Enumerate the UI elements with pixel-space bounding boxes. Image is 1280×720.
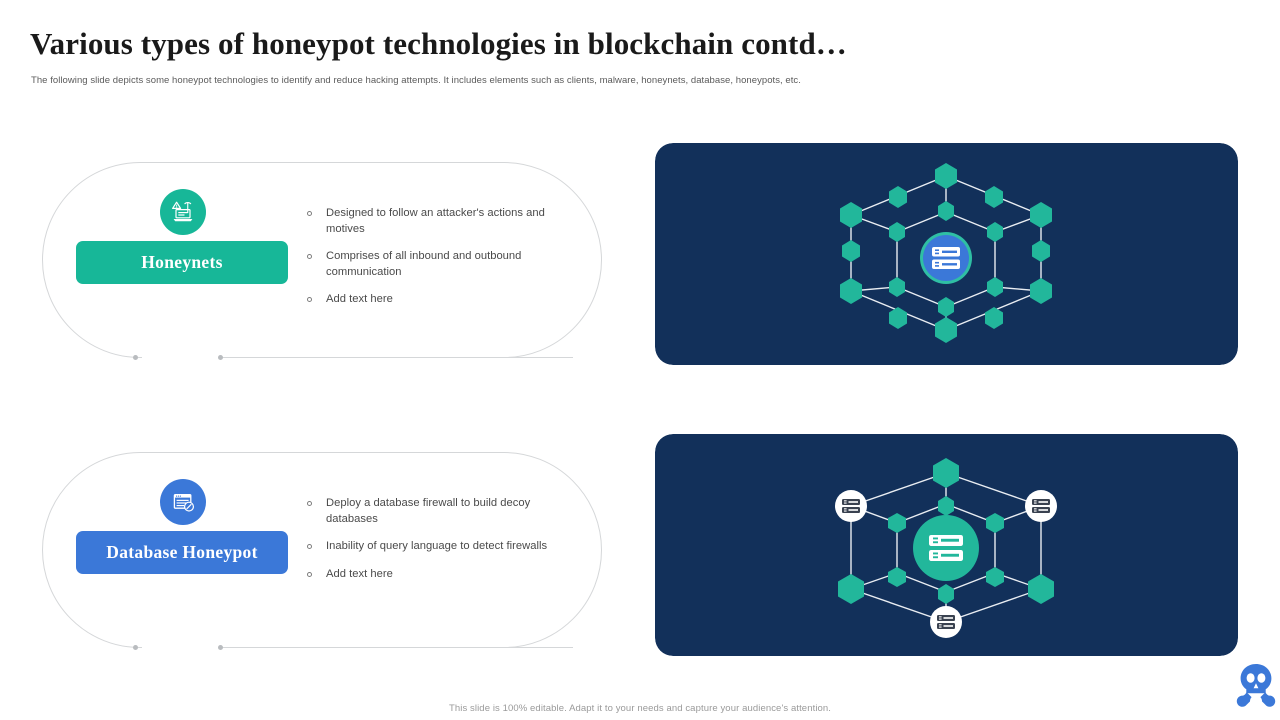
illustration-panel-honeynets	[655, 143, 1238, 365]
connector-dot-right	[218, 645, 223, 650]
client-node-left	[835, 490, 867, 522]
card-outline-gap	[142, 355, 220, 361]
client-node-bottom	[930, 606, 962, 638]
bullet-item: Inability of query language to detect fi…	[304, 539, 576, 555]
connector-rule	[223, 357, 573, 358]
illustration-panel-database-honeypot	[655, 434, 1238, 656]
bullet-item: Add text here	[304, 292, 576, 308]
center-server-node	[913, 515, 979, 581]
card-label-database-honeypot[interactable]: Database Honeypot	[76, 531, 288, 574]
connector-rule	[223, 647, 573, 648]
hexagon-nodes	[838, 458, 1054, 604]
connector-dot-right	[218, 355, 223, 360]
center-server-node	[920, 232, 972, 284]
connector-dot-left	[133, 355, 138, 360]
page-subtitle: The following slide depicts some honeypo…	[31, 75, 801, 86]
database-document-shield-icon	[160, 479, 206, 525]
bullet-list-honeynets: Designed to follow an attacker's actions…	[304, 206, 576, 320]
connector-dot-left	[133, 645, 138, 650]
card-outline-gap	[142, 645, 220, 651]
skull-and-crossbones-logo	[1234, 662, 1278, 708]
bullet-item: Add text here	[304, 567, 576, 583]
client-node-right	[1025, 490, 1057, 522]
card-label-honeynets[interactable]: Honeynets	[76, 241, 288, 284]
hexagon-nodes	[840, 163, 1052, 343]
card-database-honeypot: Database Honeypot Deploy a database fire…	[42, 452, 602, 651]
bullet-item: Comprises of all inbound and outbound co…	[304, 249, 576, 280]
laptop-warning-icon	[160, 189, 206, 235]
bullet-list-database-honeypot: Deploy a database firewall to build deco…	[304, 496, 576, 594]
page-title: Various types of honeypot technologies i…	[30, 26, 847, 61]
bullet-item: Deploy a database firewall to build deco…	[304, 496, 576, 527]
footer-note: This slide is 100% editable. Adapt it to…	[448, 703, 832, 714]
bullet-item: Designed to follow an attacker's actions…	[304, 206, 576, 237]
card-honeynets: Honeynets Designed to follow an attacker…	[42, 162, 602, 361]
